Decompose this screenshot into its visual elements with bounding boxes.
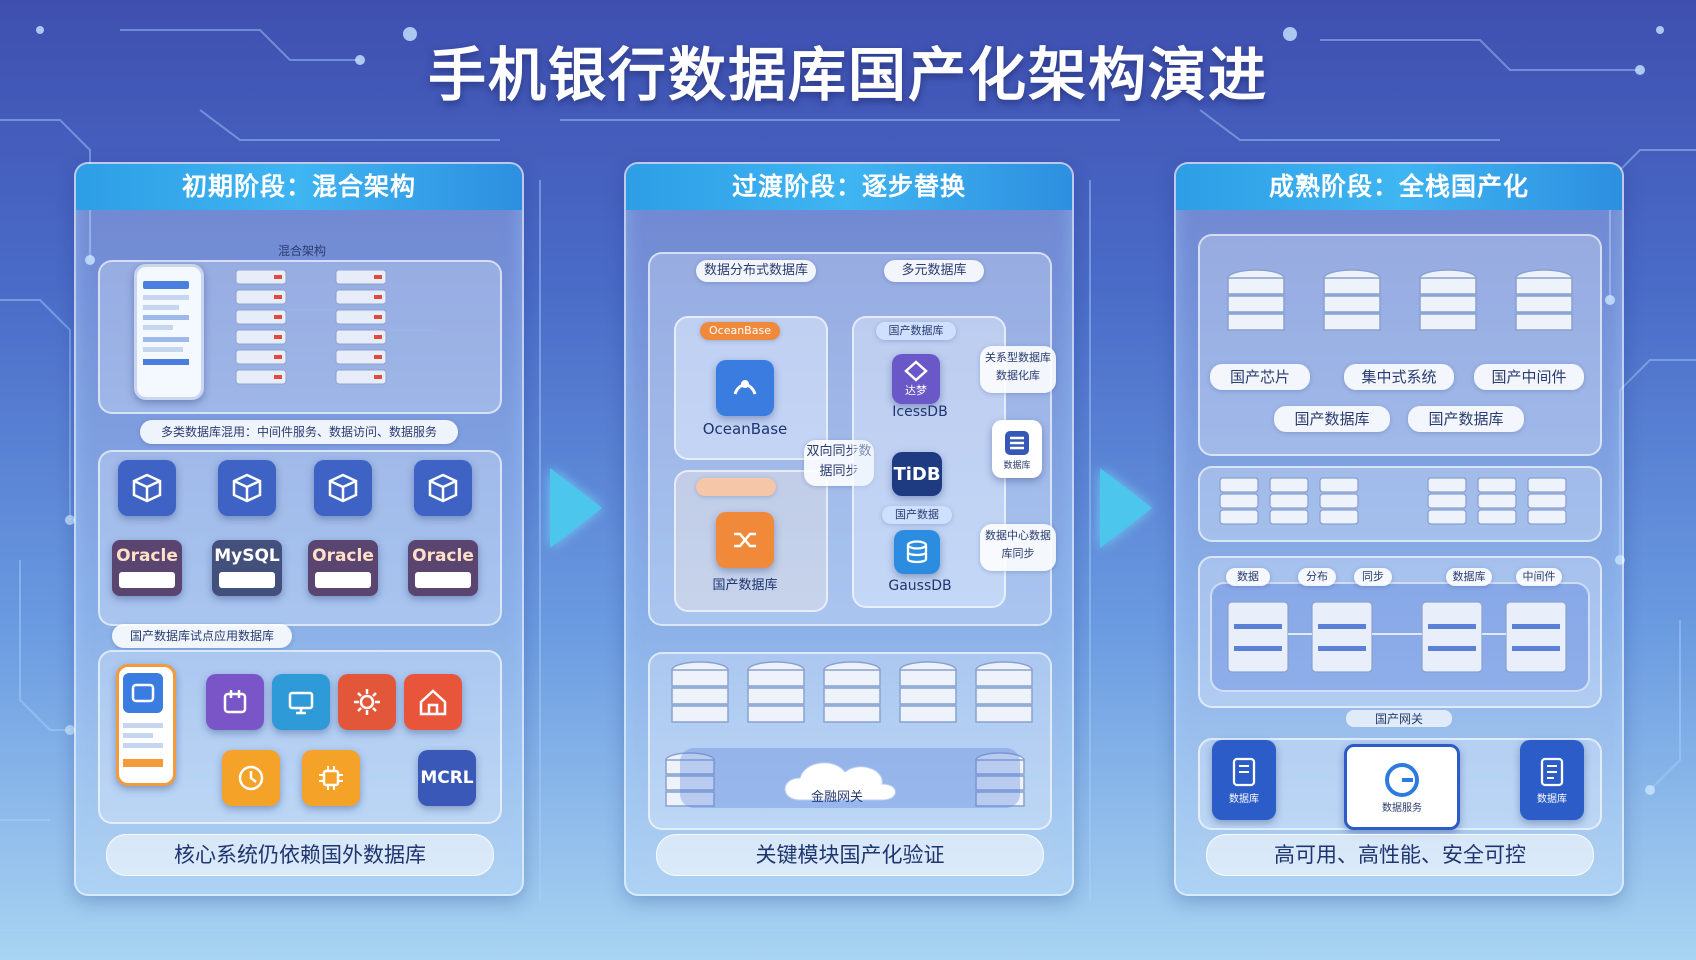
gaussdb-icon: [894, 530, 940, 574]
panel-transition-stage: 过渡阶段：逐步替换 数据分布式数据库 多元数据库 OceanBase Ocean…: [624, 162, 1074, 896]
oceanbase-name: OceanBase: [702, 420, 788, 438]
panel-header: 初期阶段：混合架构: [76, 164, 522, 210]
oceanbase-icon: [716, 360, 774, 416]
mcrl-logo: MCRL: [418, 750, 476, 806]
gaussdb-name: GaussDB: [888, 578, 952, 594]
domestic-db-label: 国产数据库: [1408, 406, 1524, 432]
server-racks: [235, 270, 436, 385]
house-icon: [404, 674, 462, 730]
panel-footer: 关键模块国产化验证: [656, 834, 1044, 876]
panel-header: 过渡阶段：逐步替换: [626, 164, 1072, 210]
panel-footer: 高可用、高性能、安全可控: [1206, 834, 1594, 876]
network-label: 国产网关: [1346, 710, 1452, 727]
mobile-phone: [116, 664, 176, 786]
mobile-phone: [134, 264, 204, 400]
cube-icon: [218, 460, 276, 516]
cube-icon: [118, 460, 176, 516]
multi-db-label: 多类数据库混用：中间件服务、数据访问、数据服务: [140, 420, 458, 444]
tablet-icon: 数据库: [1212, 740, 1276, 820]
side-note-bottom: 数据中心数据库同步: [980, 524, 1056, 571]
cluster-tag: 分布: [1298, 568, 1336, 586]
cube-icon: [314, 460, 372, 516]
middleware-label: 国产中间件: [1474, 364, 1584, 390]
database-cylinders: [665, 661, 1033, 808]
domestic-tag: 国产数据库: [876, 322, 956, 340]
app-icon-purple: [206, 674, 264, 730]
database-oracle: Oracle: [308, 540, 378, 596]
chip-label: 国产芯片: [1210, 364, 1310, 390]
chip-icon: [302, 750, 360, 806]
tidb-logo: TiDB: [892, 452, 942, 496]
monitor-icon: 数据服务: [1344, 744, 1460, 830]
database-mysql: MySQL: [212, 540, 282, 596]
left-group-label: 数据分布式数据库: [696, 260, 816, 282]
domestic-db-label: 国产数据库: [1274, 406, 1390, 432]
cluster-servers: [1227, 601, 1567, 673]
sync-label: 双向同步数据同步: [804, 440, 874, 486]
panel-mature-stage: 成熟阶段：全栈国产化 国产芯片 集中式系统 国产中间件 国产数据库 国产数据库 …: [1174, 162, 1624, 896]
database-oracle: Oracle: [408, 540, 478, 596]
database-oracle: Oracle: [112, 540, 182, 596]
migration-tag: [696, 478, 776, 496]
arrow-right-icon: [550, 468, 602, 548]
dameng-icon: 达梦: [892, 354, 940, 404]
hybrid-label: 混合架构: [277, 244, 326, 258]
document-icon: 数据库: [1520, 740, 1584, 820]
panel-initial-stage: 初期阶段：混合架构 混合架构: [74, 162, 524, 896]
page-title: 手机银行数据库国产化架构演进: [427, 41, 1268, 109]
monitor-icon: [272, 674, 330, 730]
arrow-right-icon: [1100, 468, 1152, 548]
side-note-top: 关系型数据库数据化库: [980, 346, 1056, 393]
system-label: 集中式系统: [1344, 364, 1454, 390]
cube-icon: [414, 460, 472, 516]
cluster-tag: 数据: [1226, 568, 1270, 586]
cluster-tag: 数据库: [1446, 568, 1492, 586]
cluster-tag: 中间件: [1516, 568, 1562, 586]
panel-header: 成熟阶段：全栈国产化: [1176, 164, 1622, 210]
cluster-tag: 同步: [1354, 568, 1392, 586]
panel-footer: 核心系统仍依赖国外数据库: [106, 834, 494, 876]
gateway-label: 金融网关: [810, 790, 863, 805]
right-group-label: 多元数据库: [884, 260, 984, 282]
domestic-pilot-label: 国产数据库试点应用数据库: [112, 624, 292, 648]
shuffle-icon: [716, 512, 774, 568]
storage-nodes: [1219, 477, 1567, 525]
migration-label: 国产数据库: [712, 578, 778, 593]
oceanbase-tag: OceanBase: [700, 322, 780, 340]
gear-icon: [338, 674, 396, 730]
domestic-tag-2: 国产数据: [882, 506, 952, 524]
database-cylinders: [1227, 269, 1573, 331]
clock-icon: [222, 750, 280, 806]
icedb-name: IcessDB: [892, 404, 948, 420]
database-layers-icon: 数据库: [992, 420, 1042, 478]
